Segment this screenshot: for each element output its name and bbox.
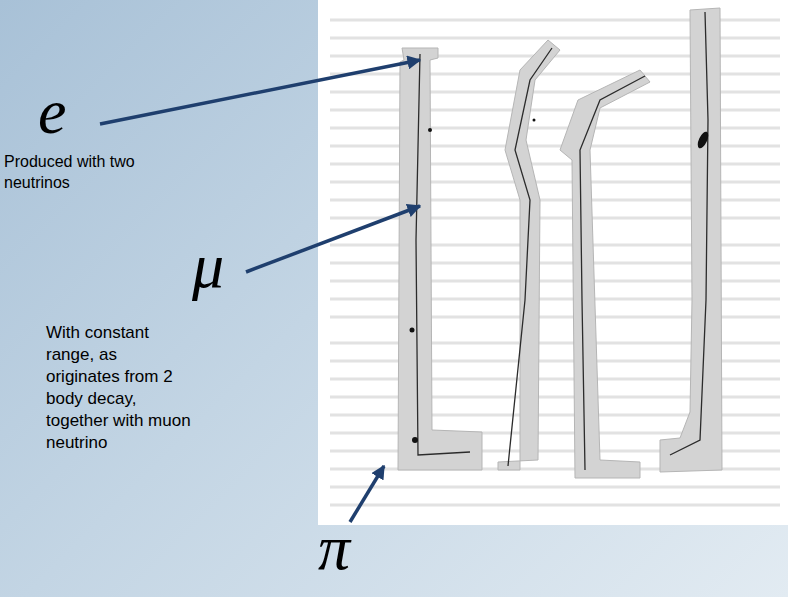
note-text: Produced with two neutrinos bbox=[4, 152, 146, 194]
track-strips bbox=[398, 8, 722, 478]
note-text: With constant range, as originates from … bbox=[46, 322, 193, 455]
track-specks bbox=[410, 119, 711, 444]
particle-symbol: π bbox=[318, 516, 350, 580]
particle-symbol: μ bbox=[192, 234, 224, 298]
leader-arrows bbox=[100, 60, 420, 522]
photo-frame bbox=[318, 0, 788, 525]
particle-tracks bbox=[416, 12, 708, 470]
particle-symbol: e bbox=[38, 80, 66, 144]
